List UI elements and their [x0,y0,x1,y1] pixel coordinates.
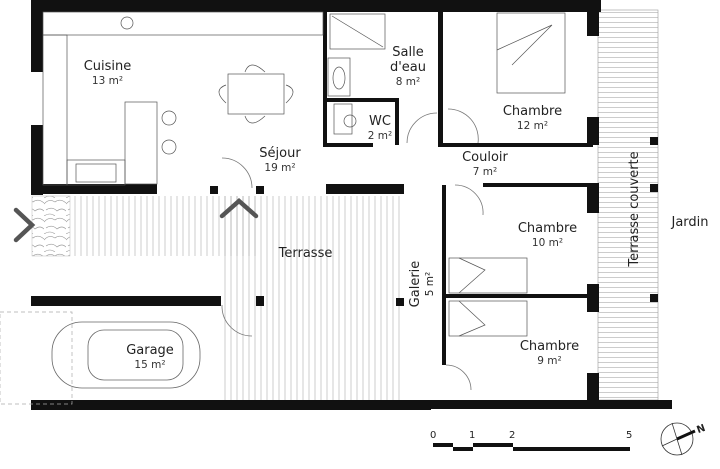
room-area: 19 m² [264,161,296,174]
area-terrasse: Terrasse [268,246,343,262]
room-name: Garage [126,343,174,358]
area-terrasse-couverte: Terrasse couverte [624,144,642,274]
doors [221,108,484,391]
room-couloir: Couloir 7 m² [455,150,515,178]
area-name: Terrasse couverte [627,151,642,267]
room-name: WC [369,114,391,129]
room-salle-eau: Salle d'eau 8 m² [383,45,433,88]
area-name: Terrasse [278,246,333,261]
room-name: Chambre [502,104,563,119]
scale-tick-2: 2 [509,430,516,441]
room-area: 8 m² [395,75,421,88]
room-area: 9 m² [537,354,562,367]
scale-tick-0: 0 [430,430,437,441]
bathroom-fixtures [327,13,386,135]
room-area: 2 m² [367,129,393,142]
room-area: 13 m² [91,74,124,87]
room-name-line1: Salle [392,45,424,60]
room-name-line2: d'eau [389,59,427,75]
room-name: Chambre [519,339,580,354]
scale-bar [433,443,630,451]
room-name: Chambre [517,221,578,236]
area-name: Jardin [671,215,709,230]
room-area: 7 m² [472,165,498,178]
room-sejour: Séjour 19 m² [250,146,310,174]
room-chambre-2: Chambre 10 m² [510,221,585,249]
stone-path [31,195,71,257]
previous-arrow-button[interactable] [10,206,38,244]
room-garage: Garage 15 m² [115,343,185,371]
room-wc: WC 2 m² [360,114,400,142]
scale-tick-5: 5 [626,430,633,441]
up-arrow-button[interactable] [218,196,260,220]
room-area: 10 m² [531,236,564,249]
room-name: Cuisine [83,59,132,74]
room-name: Couloir [462,150,508,165]
kitchen-fixtures [42,11,324,186]
chevron-up-icon [219,197,259,219]
room-area: 12 m² [516,119,549,132]
room-galerie: Galerie 5 m² [408,259,441,309]
chevron-right-icon [13,207,36,243]
compass-icon [660,422,696,456]
walls [31,0,672,410]
car [51,321,201,389]
area-jardin: Jardin [662,215,718,231]
scale-tick-1: 1 [469,430,476,441]
room-cuisine: Cuisine 13 m² [70,59,145,87]
room-name: Galerie [408,260,423,308]
room-name: Séjour [259,146,301,161]
room-area: 15 m² [134,358,166,371]
beds [448,12,566,337]
room-chambre-3: Chambre 9 m² [512,339,587,367]
room-chambre-1: Chambre 12 m² [495,104,570,132]
covered-terrace-deck [597,9,659,401]
room-area: 5 m² [423,271,436,297]
driveway [0,311,73,405]
